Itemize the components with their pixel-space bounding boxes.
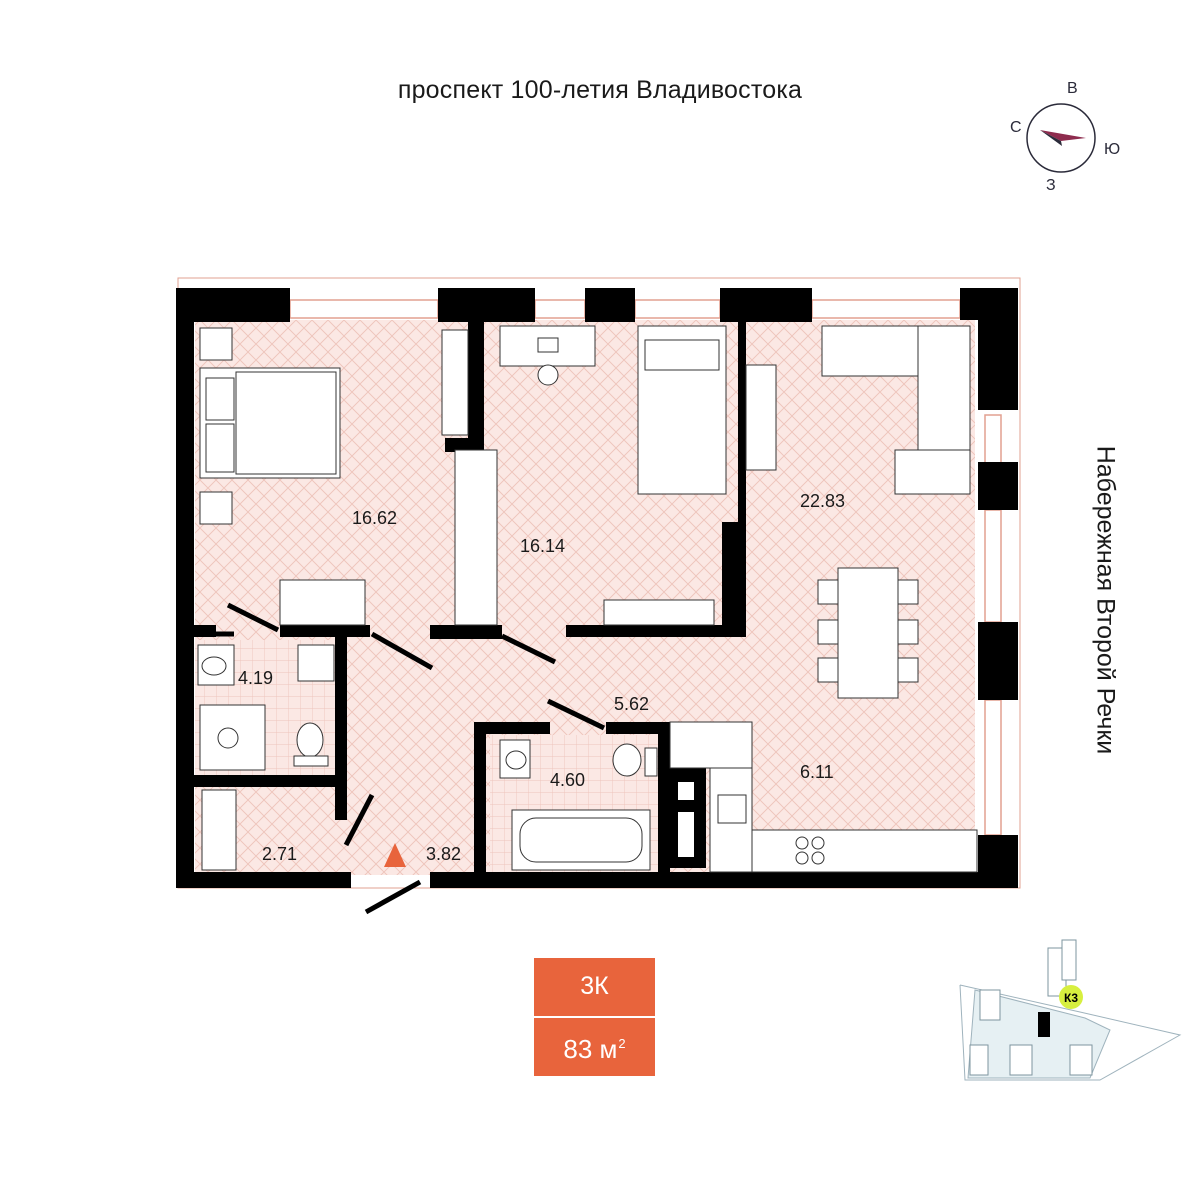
- street-name-top: проспект 100-летия Владивостока: [397, 76, 803, 104]
- room-area-entrance: 3.82: [426, 844, 461, 864]
- room-area-living: 22.83: [800, 491, 845, 511]
- room-area-hall: 5.62: [614, 694, 649, 714]
- apartment-area-unit: 2: [618, 1036, 626, 1052]
- room-area-kitchen: 6.11: [800, 762, 834, 782]
- room-area-bathroom-2: 4.60: [550, 770, 585, 790]
- apartment-area-value: 83 м: [563, 1034, 618, 1064]
- ventilation-shafts: [678, 782, 694, 857]
- room-area-bedroom-1: 16.62: [352, 508, 397, 528]
- apartment-area: 83 м2: [534, 1034, 655, 1065]
- room-area-wardrobe: 2.71: [262, 844, 297, 864]
- entrance-arrow-icon: [384, 843, 406, 867]
- apartment-badge: 3К 83 м2: [534, 958, 655, 1076]
- room-area-bedroom-2: 16.14: [520, 536, 565, 556]
- apartment-type: 3К: [580, 972, 609, 1000]
- badge-divider: [534, 1016, 655, 1018]
- room-area-bathroom-1: 4.19: [238, 668, 273, 688]
- furniture: [197, 325, 978, 873]
- doors: [216, 602, 606, 915]
